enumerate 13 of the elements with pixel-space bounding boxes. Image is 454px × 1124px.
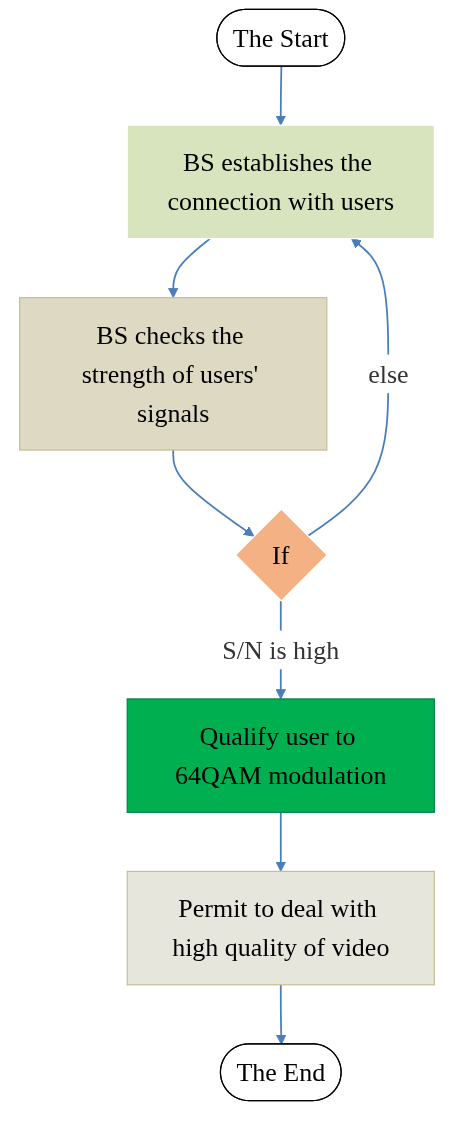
arrow [306, 238, 390, 537]
arrow [276, 983, 287, 1045]
node-diamond: If [234, 508, 329, 602]
edge-label: else [368, 359, 409, 389]
edge-label: S/N is high [222, 635, 340, 665]
node-box: BS establishes the connection with users [126, 124, 435, 240]
node-box: Permit to deal with high quality of video [126, 870, 435, 986]
arrow [275, 65, 286, 126]
arrow [275, 811, 286, 872]
node-box: Qualify user to 64QAM modulation [126, 698, 435, 813]
node-box: BS checks the strength of users' signals [19, 297, 328, 451]
arrow [168, 237, 211, 299]
arrow [172, 449, 255, 537]
